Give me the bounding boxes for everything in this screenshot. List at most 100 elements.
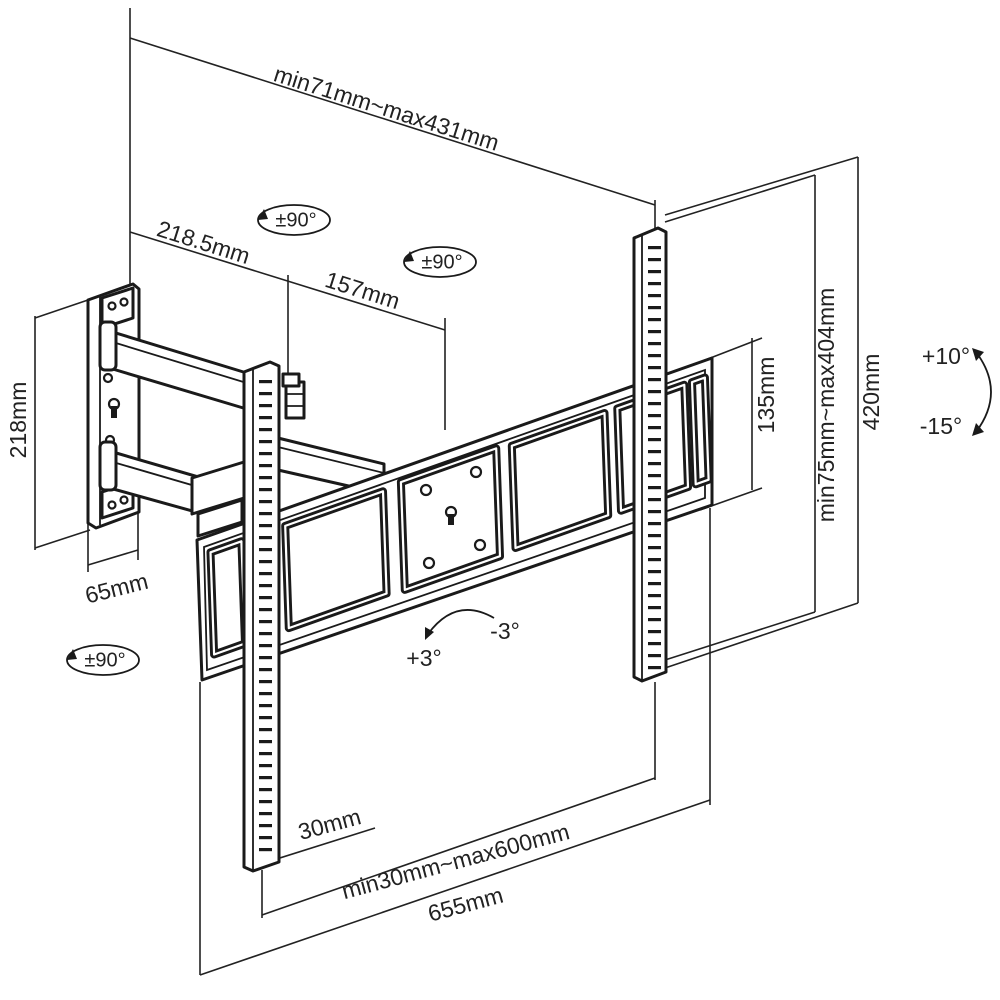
rail-hole [648,366,661,370]
plate-cutout [507,409,613,552]
rail-hole [648,270,661,274]
rail-hole [259,764,272,768]
pivot-bolt-cap [281,372,301,388]
rail-hole [259,572,272,576]
rail-hole [648,498,661,502]
rail-hole [648,258,661,262]
swivel-label: ±90° [421,251,462,273]
mount-bolt-hole [469,465,483,479]
wall-plate-width-label: 65mm [82,568,150,609]
rail-hole [648,570,661,574]
rail-width-label: 30mm [295,803,363,845]
horizontal-hole-spacing-label: min30mm~max600mm [339,818,572,904]
rail-hole [648,246,661,250]
arrowhead-icon [972,348,984,361]
rail-hole [259,428,272,432]
rail-hole [259,560,272,564]
rail-hole [259,644,272,648]
upper-arm-knuckle [98,320,118,372]
left-rail-body [242,360,281,873]
dim-arm-extension-line [129,37,656,206]
swivel-label: ±90° [84,649,125,671]
rail-hole [648,294,661,298]
level-indicator: +3° -3° [406,609,520,671]
tilt-down-label: -15° [920,413,962,439]
dim-wall-plate-width-line [87,549,139,566]
rail-hole [648,654,661,658]
wall-plate-screw-hole [107,301,117,311]
pivot-bolt [281,372,306,420]
rail-hole [648,630,661,634]
arm-outer-length-label: 157mm [322,266,403,314]
rail-hole [259,488,272,492]
mount-bolt-hole [422,556,436,570]
rail-hole [259,692,272,696]
rail-hole [259,548,272,552]
rail-hole [648,342,661,346]
dim-ext-wall-top [34,299,89,319]
rail-hole [259,464,272,468]
rail-hole [648,642,661,646]
rail-hole [648,438,661,442]
rail-hole [259,740,272,744]
rail-hole [259,512,272,516]
swivel-label: ±90° [275,209,316,231]
rail-hole [259,536,272,540]
dim-horizontal-spacing-line [261,777,656,916]
rail-hole [648,618,661,622]
rail-hole [259,632,272,636]
arms [98,320,386,538]
rail-hole [259,728,272,732]
mount-bolt-hole [473,538,487,552]
rail-hole [648,486,661,490]
rail-hole [259,524,272,528]
wall-plate-screw-hole [102,372,114,384]
tilt-arc-arrow-icon [975,351,992,433]
rail-hole [259,848,272,852]
lock-slot [448,514,454,525]
rail-hole [259,500,272,504]
mount-bolt-hole [419,483,433,497]
arm-lower-bracket [196,498,244,538]
rail-hole [648,402,661,406]
level-arc-arrow-icon [427,609,495,635]
rail-hole [259,656,272,660]
dim-ext-rail-bottom-a [664,611,816,661]
rail-hole [648,330,661,334]
rail-hole [648,306,661,310]
rail-hole [259,440,272,444]
rail-hole [648,594,661,598]
rail-hole [259,380,272,384]
rail-hole [648,522,661,526]
upper-arm-edge [105,339,251,385]
rotation-arrow-icon [258,209,268,220]
rail-hole [259,776,272,780]
lower-arm-knuckle [98,440,118,492]
outer-arm-edge [277,446,385,474]
rail-hole [648,282,661,286]
rail-hole [259,704,272,708]
plate-cutout [206,537,249,659]
rail-hole [259,476,272,480]
plate-cutout [281,487,391,633]
rail-hole [648,318,661,322]
rail-hole [648,414,661,418]
left-rail-holes [259,380,272,852]
left-rail [242,360,281,873]
rail-hole [648,546,661,550]
rail-hole [648,582,661,586]
rail-hole [259,824,272,828]
rail-hole [259,836,272,840]
rail-hole [259,668,272,672]
rail-hole [259,620,272,624]
rail-hole [259,680,272,684]
rail-hole [259,608,272,612]
swivel-indicator: ±90° [403,246,477,278]
rail-hole [648,426,661,430]
rail-hole [648,354,661,358]
right-rail [632,226,668,683]
tv-plate [195,356,714,682]
rail-hole [259,584,272,588]
wall-plate-screw-hole [107,500,117,510]
keyhole-slot [111,406,117,418]
